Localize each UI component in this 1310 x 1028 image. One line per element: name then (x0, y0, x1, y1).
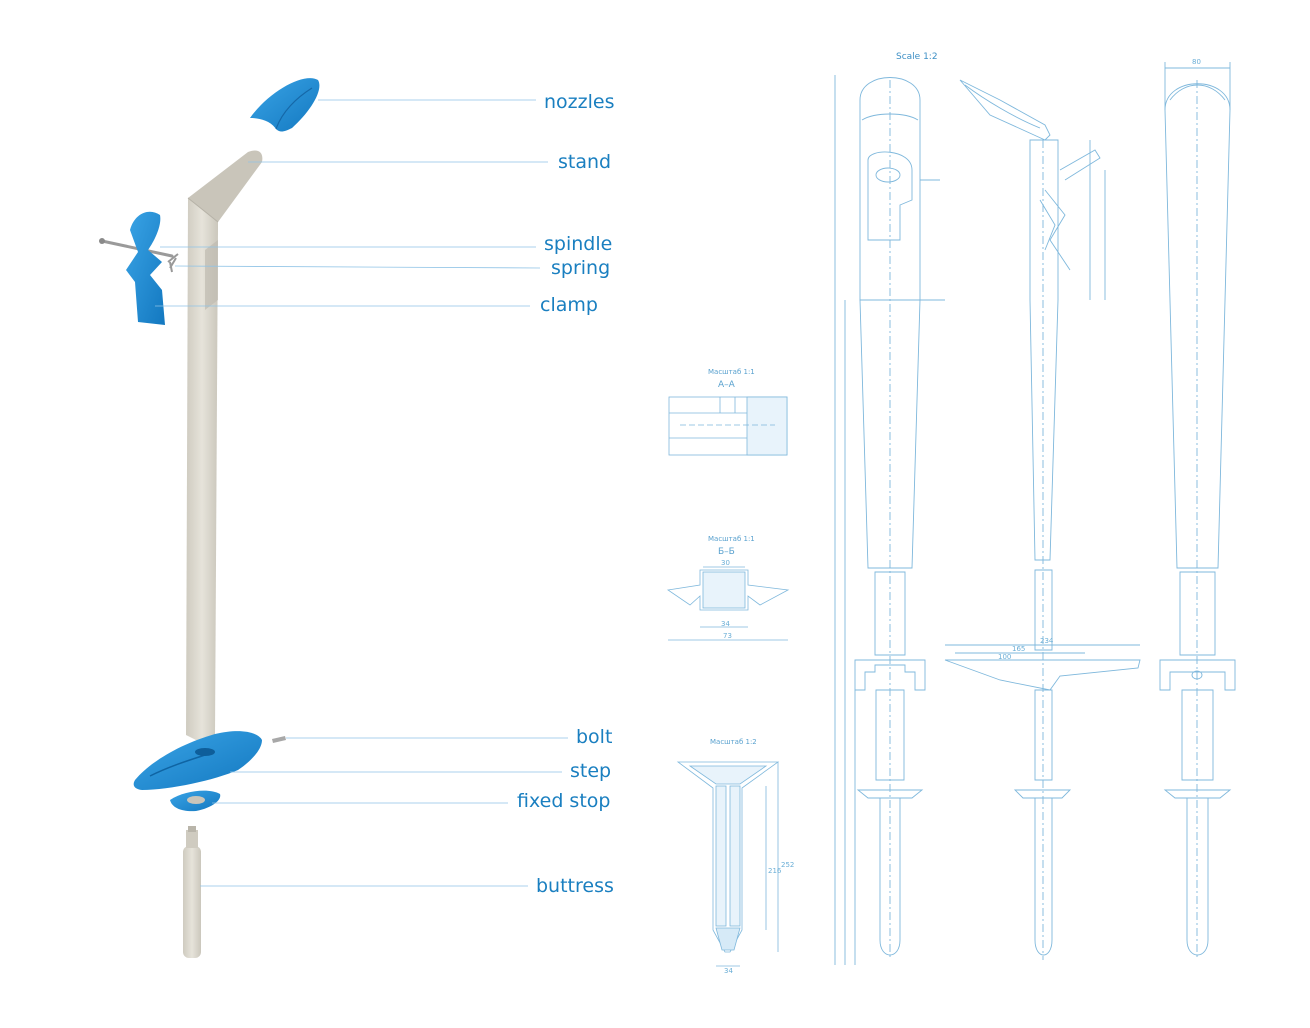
section-tip-scale: Масштаб 1:2 (710, 738, 757, 746)
leader-lines (155, 99, 568, 887)
section-tip-dim-total: 252 (781, 861, 795, 869)
section-bb-dim-mid: 34 (721, 620, 730, 628)
label-bolt: bolt (576, 726, 613, 748)
section-bb-scale: Масштаб 1:1 (708, 535, 755, 543)
step-dim-2: 165 (1012, 645, 1026, 653)
section-tip-dim-bottom: 34 (724, 967, 733, 975)
top-width-dim: 80 (1192, 58, 1201, 66)
section-tip-drawing (676, 761, 780, 967)
buttress-part (183, 846, 201, 958)
stand-pole (186, 198, 218, 742)
bolt-part (272, 736, 286, 743)
nozzles-part (250, 78, 320, 132)
step-part (133, 731, 262, 790)
label-spring: spring (551, 257, 611, 279)
section-bb-drawing (666, 566, 790, 641)
label-nozzles: nozzles (544, 91, 615, 113)
label-stand: stand (558, 151, 612, 173)
section-bb-dim-bottom: 73 (723, 632, 732, 640)
step-dim-1: 234 (1040, 637, 1054, 645)
section-bb-name: Б–Б (718, 547, 735, 557)
section-tip-dim-height: 216 (768, 867, 782, 875)
section-aa-scale: Масштаб 1:1 (708, 368, 755, 376)
section-bb-dim-top: 30 (721, 559, 730, 567)
label-buttress: buttress (536, 875, 614, 897)
label-fixed-stop: fixed stop (517, 790, 611, 812)
section-aa-name: А–А (718, 380, 735, 390)
clamp-part (126, 211, 165, 325)
side-view-drawing (944, 79, 1141, 960)
rear-view-drawing (1159, 62, 1236, 960)
scale-label: Scale 1:2 (896, 52, 938, 62)
front-view-drawing (834, 75, 945, 965)
label-step: step (570, 760, 612, 782)
label-spindle: spindle (544, 233, 613, 255)
label-clamp: clamp (540, 294, 598, 316)
spring-part (167, 253, 179, 273)
step-dim-3: 100 (998, 653, 1012, 661)
section-aa-drawing (668, 396, 788, 456)
